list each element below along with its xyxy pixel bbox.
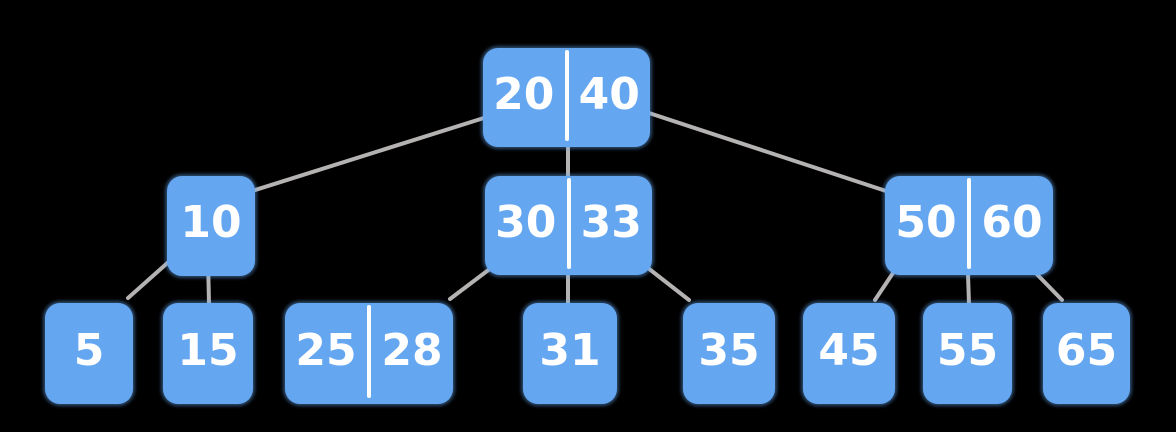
tree-node-55: 55 [923, 303, 1012, 404]
tree-node-30-33: 30 33 [485, 176, 652, 275]
node-key: 28 [381, 324, 443, 376]
node-key: 30 [495, 196, 557, 248]
node-key: 5 [73, 324, 105, 376]
key-divider [367, 305, 371, 398]
key-divider [566, 178, 571, 269]
edge-node-20-40-to-node-50-60 [647, 111, 888, 193]
node-key: 55 [936, 324, 999, 376]
node-key: 50 [895, 196, 957, 248]
node-key: 15 [177, 324, 239, 376]
node-key: 31 [539, 324, 601, 376]
tree-node-5: 5 [45, 303, 133, 404]
tree-node-25-28: 25 28 [285, 303, 453, 404]
key-divider [564, 50, 569, 141]
node-key: 35 [698, 324, 760, 376]
tree-node-65: 65 [1043, 303, 1130, 404]
edge-node-50-60-to-node-55 [966, 272, 971, 306]
tree-node-45: 45 [803, 303, 895, 404]
tree-node-10: 10 [167, 176, 255, 276]
tree-node-35: 35 [683, 303, 775, 404]
node-key: 65 [1055, 324, 1118, 376]
node-key: 60 [981, 196, 1043, 248]
tree-node-31: 31 [523, 303, 617, 404]
node-key: 33 [580, 196, 642, 248]
tree-node-50-60: 50 60 [885, 176, 1053, 275]
node-key: 10 [180, 197, 242, 248]
node-key: 20 [493, 68, 555, 120]
edge-node-10-to-node-5 [126, 256, 175, 300]
tree-node-15: 15 [163, 303, 253, 404]
node-key: 40 [578, 68, 640, 120]
node-key: 25 [295, 324, 357, 376]
edge-node-20-40-to-node-10 [250, 115, 489, 193]
node-key: 45 [818, 324, 880, 376]
key-divider [967, 178, 971, 269]
